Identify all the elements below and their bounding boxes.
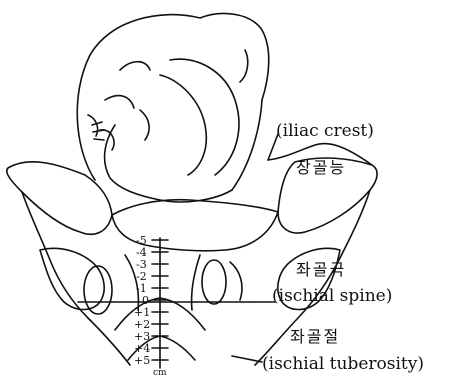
fetal-head xyxy=(77,14,269,190)
pelvic-brim-left xyxy=(22,192,130,365)
fetal-fold-lines xyxy=(100,50,248,150)
station-label-minus-5: -5 xyxy=(136,235,147,246)
station-label-plus-1: +1 xyxy=(134,307,150,318)
iliac-crest-ko-label: 장골능 xyxy=(296,154,346,178)
station-label-minus-3: -3 xyxy=(136,259,147,270)
station-label-zero: 0 xyxy=(142,295,149,306)
left-iliac-wing xyxy=(7,162,112,234)
ischial-spine-ko-label: 좌골극 xyxy=(296,256,346,280)
station-label-plus-2: +2 xyxy=(134,319,150,330)
station-label-minus-4: -4 xyxy=(136,247,147,258)
station-label-minus-1: -1 xyxy=(136,283,147,294)
ischial-tuberosity-ko-label: 좌골절 xyxy=(290,323,340,347)
right-obturator-foramen xyxy=(202,260,226,304)
station-label-plus-5: +5 xyxy=(134,355,150,366)
station-label-plus-4: +4 xyxy=(134,343,150,354)
left-obturator-foramen xyxy=(84,266,112,314)
station-unit-label: cm xyxy=(153,368,167,379)
ischial-tuberosity-leader xyxy=(232,356,262,362)
station-label-plus-3: +3 xyxy=(134,331,150,342)
ischial-tuberosity-en-label: (ischial tuberosity) xyxy=(262,354,424,374)
ischial-spine-en-label: (ischial spine) xyxy=(272,286,392,306)
fetal-arm xyxy=(160,59,239,175)
fetal-body xyxy=(105,125,232,202)
iliac-crest-en-label: (iliac crest) xyxy=(276,121,374,141)
fetal-hand xyxy=(88,115,104,140)
station-label-minus-2: -2 xyxy=(136,271,147,282)
